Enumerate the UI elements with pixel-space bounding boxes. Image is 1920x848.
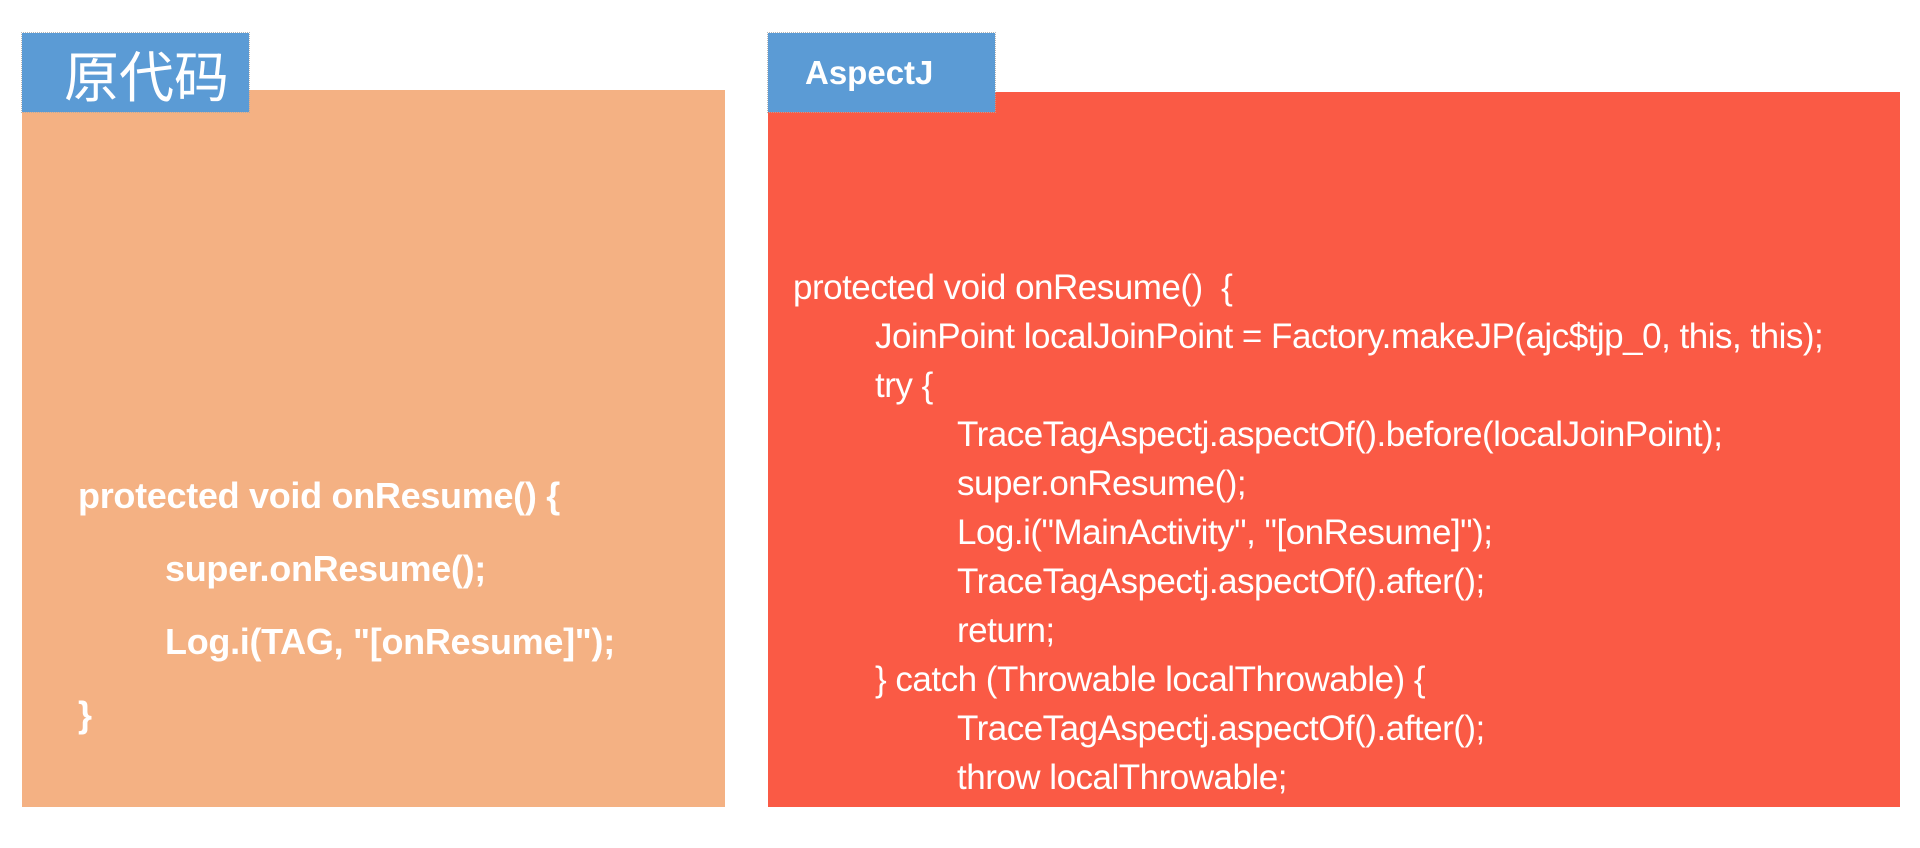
code-line: return; bbox=[957, 611, 1055, 650]
code-line: TraceTagAspectj.aspectOf().after(); bbox=[957, 562, 1485, 601]
code-line: Log.i(TAG, "[onResume]"); bbox=[165, 621, 615, 662]
code-line: super.onResume(); bbox=[957, 464, 1247, 503]
original-code-block: protected void onResume() { super.onResum… bbox=[22, 90, 725, 751]
code-line: } catch (Throwable localThrowable) { bbox=[875, 660, 1426, 699]
code-line: super.onResume(); bbox=[165, 548, 486, 589]
code-line: } bbox=[78, 694, 92, 735]
aspectj-tab-label: AspectJ bbox=[805, 53, 934, 91]
code-line: JoinPoint localJoinPoint = Factory.makeJ… bbox=[875, 317, 1824, 356]
original-code-tab-label: 原代码 bbox=[64, 45, 230, 110]
code-line: protected void onResume() { bbox=[793, 268, 1233, 307]
aspectj-code-block: protected void onResume() { JoinPoint loc… bbox=[768, 92, 1900, 848]
original-code-box: protected void onResume() { super.onResum… bbox=[22, 90, 725, 807]
original-code-tab: 原代码 bbox=[21, 32, 250, 113]
code-line: TraceTagAspectj.aspectOf().after(); bbox=[957, 709, 1485, 748]
aspectj-tab: AspectJ bbox=[767, 32, 996, 113]
code-line: throw localThrowable; bbox=[957, 758, 1287, 797]
code-line: TraceTagAspectj.aspectOf().before(localJ… bbox=[957, 415, 1723, 454]
code-line: } bbox=[875, 807, 887, 846]
code-line: protected void onResume() { bbox=[78, 475, 560, 516]
code-line: Log.i("MainActivity", "[onResume]"); bbox=[957, 513, 1493, 552]
aspectj-code-box: protected void onResume() { JoinPoint loc… bbox=[768, 92, 1900, 846]
code-line: try { bbox=[875, 366, 933, 405]
